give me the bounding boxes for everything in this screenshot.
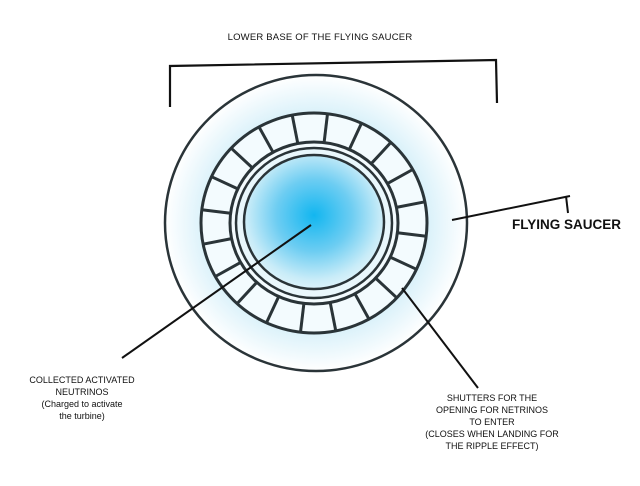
shutter-divider: [299, 303, 306, 333]
shutter-divider: [214, 261, 242, 278]
label-line: (CLOSES WHEN LANDING FOR: [425, 429, 559, 439]
shutter-divider: [328, 302, 338, 332]
shutter-divider: [386, 168, 414, 185]
shutter-divider: [290, 114, 300, 144]
neutrinos-leader-line: [121, 224, 312, 359]
shutter-divider: [201, 208, 231, 215]
top-title: LOWER BASE OF THE FLYING SAUCER: [227, 32, 413, 43]
saucer-leader-line: [451, 195, 571, 221]
label-line: NEUTRINOS: [55, 387, 109, 397]
shutter-ring-inner: [228, 140, 400, 306]
flying-saucer-label: FLYING SAUCER: [512, 217, 622, 232]
shutter-segments: [201, 113, 427, 333]
shutter-divider: [347, 122, 363, 151]
shutters-leader-line: [401, 287, 479, 389]
shutters-label: SHUTTERS FOR THE OPENING FOR NETRINOS TO…: [392, 392, 592, 452]
shutter-divider: [210, 175, 239, 191]
label-line: (Charged to activate: [41, 399, 123, 409]
shutter-divider: [235, 281, 258, 305]
shutter-divider: [396, 200, 426, 209]
shutter-divider: [389, 255, 418, 271]
label-line: OPENING FOR NETRINOS: [435, 405, 548, 415]
label-line: THE RIPPLE EFFECT): [445, 441, 539, 451]
label-line: SHUTTERS FOR THE: [446, 393, 538, 403]
shutter-divider: [265, 295, 281, 324]
shutter-divider: [374, 277, 398, 299]
label-line: COLLECTED ACTIVATED: [29, 375, 135, 385]
shutter-divider: [353, 292, 371, 320]
shutter-divider: [397, 231, 427, 238]
label-line: the turbine): [59, 411, 105, 421]
neutrino-core: [242, 153, 386, 291]
shutter-divider: [230, 147, 254, 169]
lower-base-bracket: [168, 58, 499, 107]
saucer-leader-tick: [565, 195, 569, 214]
shutter-divider: [257, 126, 275, 154]
shutter-divider: [202, 237, 232, 246]
shutter-divider: [370, 141, 393, 165]
label-line: TO ENTER: [469, 417, 515, 427]
shutter-divider: [322, 113, 329, 143]
collected-neutrinos-label: COLLECTED ACTIVATED NEUTRINOS (Charged t…: [12, 374, 152, 422]
